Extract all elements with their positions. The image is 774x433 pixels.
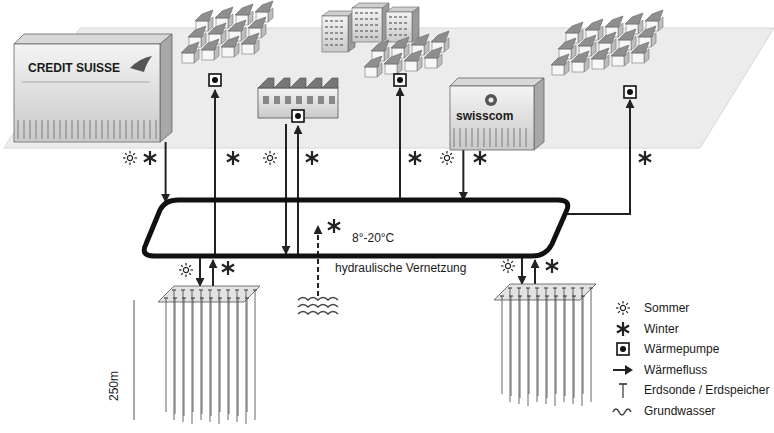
- node-label: CREDIT SUISSE: [28, 62, 120, 76]
- house-icon: [221, 36, 239, 57]
- legend-item: Grundwasser: [612, 401, 769, 422]
- house-icon: [631, 42, 649, 63]
- dimension-line: [134, 300, 135, 420]
- winter-symbol: [328, 219, 340, 233]
- apartment-block: [322, 11, 355, 52]
- heat-flow-arrow: [534, 260, 536, 284]
- winter-symbol: [546, 259, 558, 273]
- legend-label: Sommer: [644, 301, 689, 315]
- house-icon: [611, 45, 629, 66]
- heat-flow-arrow: [212, 260, 214, 286]
- apartment-block: [352, 3, 389, 42]
- legend: SommerWinterWärmepumpeWärmeflussErdsonde…: [612, 298, 769, 421]
- apartment-block: [386, 7, 419, 42]
- winter-symbol: [617, 322, 629, 336]
- legend-item: Winter: [612, 319, 769, 340]
- legend-symbol: [612, 299, 634, 317]
- legend-symbol: [612, 361, 634, 379]
- heat-flow-arrow: [317, 226, 319, 296]
- groundwater-wave: [298, 298, 338, 301]
- groundwater-wave: [298, 305, 338, 308]
- loop-outline: [144, 200, 568, 256]
- summer-symbol: [501, 259, 515, 273]
- legend-item: Wärmefluss: [612, 360, 769, 381]
- node-label: swisscom: [456, 110, 513, 124]
- winter-symbol: [639, 151, 651, 165]
- heat-flow-connector: [462, 150, 464, 200]
- winter-symbol: [222, 261, 234, 275]
- house-icon: [364, 56, 382, 77]
- summer-symbol: [123, 151, 137, 165]
- heat-flow-arrow: [521, 258, 523, 284]
- heat-flow-arrow: [399, 88, 401, 200]
- winter-symbol: [409, 151, 421, 165]
- legend-label: Grundwasser: [644, 404, 715, 418]
- legend-item: Wärmepumpe: [612, 339, 769, 360]
- heat-pump-symbol: [292, 110, 304, 122]
- summer-symbol: [440, 151, 454, 165]
- winter-symbol: [474, 151, 486, 165]
- legend-symbol: [612, 381, 634, 399]
- heat-flow-arrow: [566, 100, 630, 214]
- legend-label: Wärmefluss: [644, 363, 707, 377]
- house-icon: [181, 42, 199, 63]
- legend-label: Winter: [644, 322, 679, 336]
- house-icon: [551, 54, 569, 75]
- node-label: 8°-20°C: [352, 232, 394, 246]
- dimension-label: 250m: [107, 371, 121, 401]
- legend-symbol: [612, 340, 634, 358]
- legend-item: Erdsonde / Erdspeicher: [612, 380, 769, 401]
- office-building-shape: [12, 34, 172, 142]
- node-sublabel: hydraulische Vernetzung: [335, 262, 466, 276]
- house-icon: [404, 50, 422, 71]
- house-icon: [424, 47, 442, 68]
- summer-symbol: [616, 301, 630, 315]
- heat-pump-symbol: [209, 74, 221, 86]
- office-building: CREDIT SUISSE: [12, 34, 172, 142]
- winter-symbol: [144, 151, 156, 165]
- heat-flow-arrow: [214, 90, 216, 256]
- heat-flow-connector: [165, 142, 167, 202]
- office-building: swisscom: [448, 78, 544, 150]
- house-icon: [571, 51, 589, 72]
- winter-symbol: [306, 151, 318, 165]
- house-icon: [591, 48, 609, 69]
- summer-symbol: [263, 151, 277, 165]
- heat-flow-arrow: [285, 124, 287, 254]
- winter-symbol: [227, 151, 239, 165]
- heat-pump-symbol: [624, 86, 636, 98]
- heat-flow-arrow: [199, 258, 201, 286]
- legend-label: Wärmepumpe: [644, 342, 719, 356]
- house-icon: [201, 39, 219, 60]
- summer-symbol: [179, 263, 193, 277]
- house-icon: [384, 53, 402, 74]
- ground-probe-field: [158, 286, 260, 424]
- heat-pump-symbol: [394, 74, 406, 86]
- house-icon: [241, 33, 259, 54]
- groundwater-wave: [298, 312, 338, 315]
- legend-label: Erdsonde / Erdspeicher: [644, 383, 769, 397]
- legend-item: Sommer: [612, 298, 769, 319]
- legend-symbol: [612, 402, 634, 420]
- heat-flow-arrow: [297, 126, 299, 254]
- legend-symbol: [612, 320, 634, 338]
- ground-probe-field: [494, 284, 596, 406]
- ground-plane: [4, 28, 774, 148]
- network-loop: 8°-20°Chydraulische Vernetzung: [138, 196, 574, 260]
- network-loop-shape: [138, 196, 574, 260]
